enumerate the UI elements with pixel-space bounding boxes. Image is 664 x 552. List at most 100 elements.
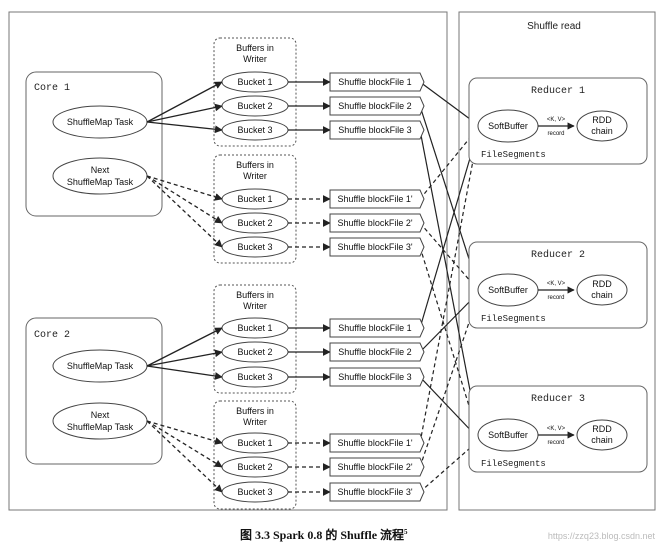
buffer-group-2-title-1: Buffers in: [236, 160, 274, 170]
file-blocks-2: Shuffle blockFile 1' Shuffle blockFile 2…: [329, 189, 425, 257]
reducer-2-softbuffer-label: SoftBuffer: [488, 285, 528, 295]
core-2-box: [25, 317, 163, 465]
file-block: [329, 342, 425, 362]
caption: 图 3.3 Spark 0.8 的 Shuffle 流程5 https://zz…: [240, 527, 655, 542]
file-block: [329, 237, 425, 257]
reducer-3-rdd-line2: chain: [591, 435, 613, 445]
bucket-label: Bucket 2: [237, 462, 272, 472]
reducer-1-record: record: [547, 131, 564, 137]
core-1-next-task-line1: Next: [91, 165, 110, 175]
reducer-1-rdd-line1: RDD: [592, 115, 612, 125]
file-block: [329, 72, 425, 92]
reducer-1-softbuffer-label: SoftBuffer: [488, 121, 528, 131]
buffer-group-4-title-1: Buffers in: [236, 406, 274, 416]
bucket-label: Bucket 1: [237, 77, 272, 87]
file-block-label: Shuffle blockFile 2: [338, 347, 411, 357]
bucket-label: Bucket 1: [237, 194, 272, 204]
bucket-label: Bucket 2: [237, 347, 272, 357]
reducer-1-kv: <K, V>: [547, 117, 566, 123]
file-block-label: Shuffle blockFile 3: [338, 372, 411, 382]
buffer-group-1: Buffers in Writer Bucket 1 Bucket 2 Buck…: [213, 37, 297, 147]
core-2-task-label: ShuffleMap Task: [67, 361, 134, 371]
write-frame: [8, 11, 448, 511]
file-block: [329, 433, 425, 453]
file-block-label: Shuffle blockFile 3: [338, 125, 411, 135]
buffer-group-3-title-2: Writer: [243, 301, 267, 311]
core-1-next-task-line2: ShuffleMap Task: [67, 177, 134, 187]
core-2-next-task-line1: Next: [91, 410, 110, 420]
file-block-label: Shuffle blockFile 3': [337, 242, 412, 252]
file-block: [329, 482, 425, 502]
core-1-box: [25, 71, 163, 217]
file-block-label: Shuffle blockFile 3': [337, 487, 412, 497]
bucket-label: Bucket 3: [237, 242, 272, 252]
file-block: [329, 367, 425, 387]
file-block-label: Shuffle blockFile 2': [337, 462, 412, 472]
reducer-2-segments: FileSegments: [481, 314, 546, 324]
reducer-2-box: [468, 241, 648, 329]
core-1-next-task: [52, 157, 148, 195]
file-block-label: Shuffle blockFile 1': [337, 194, 412, 204]
file-blocks-1: Shuffle blockFile 1 Shuffle blockFile 2 …: [329, 72, 425, 140]
core-2: Core 2 ShuffleMap Task Next ShuffleMap T…: [25, 317, 163, 465]
bucket-label: Bucket 3: [237, 372, 272, 382]
file-blocks-3: Shuffle blockFile 1 Shuffle blockFile 2 …: [329, 318, 425, 387]
caption-sup: 5: [404, 528, 408, 536]
bucket-label: Bucket 3: [237, 487, 272, 497]
reducer-2-rdd: [576, 274, 628, 306]
file-to-reducer-lines: [419, 81, 481, 493]
reducer-3-record: record: [547, 440, 564, 446]
file-block-label: Shuffle blockFile 1: [338, 77, 411, 87]
caption-watermark: https://zzq23.blog.csdn.net: [548, 531, 656, 541]
caption-text: 图 3.3 Spark 0.8 的 Shuffle 流程5: [240, 527, 408, 542]
core-1-task-label: ShuffleMap Task: [67, 117, 134, 127]
buffer-group-3: Buffers in Writer Bucket 1 Bucket 2 Buck…: [213, 284, 297, 394]
bucket-label: Bucket 2: [237, 101, 272, 111]
reducer-1-rdd-line2: chain: [591, 126, 613, 136]
caption-prefix: 图 3.3 Spark 0.8 的 Shuffle 流程: [240, 527, 404, 542]
file-block: [329, 189, 425, 209]
core-2-next-task-line2: ShuffleMap Task: [67, 422, 134, 432]
file-blocks-4: Shuffle blockFile 1' Shuffle blockFile 2…: [329, 433, 425, 502]
reducer-2: Reducer 2 SoftBuffer <K, V> record RDD c…: [468, 241, 648, 329]
file-block: [329, 318, 425, 338]
buffer-group-4: Buffers in Writer Bucket 1 Bucket 2 Buck…: [213, 400, 297, 510]
file-block: [329, 120, 425, 140]
file-block-label: Shuffle blockFile 1: [338, 323, 411, 333]
reducer-3-rdd: [576, 419, 628, 451]
reducer-3-softbuffer-label: SoftBuffer: [488, 430, 528, 440]
bucket-to-file-arrows: [288, 78, 331, 496]
reducer-2-rdd-line2: chain: [591, 290, 613, 300]
reducer-2-rdd-line1: RDD: [592, 279, 612, 289]
buffer-group-1-title-1: Buffers in: [236, 43, 274, 53]
core-2-next-task: [52, 402, 148, 440]
file-block: [329, 213, 425, 233]
file-block: [329, 457, 425, 477]
reducer-1-segments: FileSegments: [481, 150, 546, 160]
bucket-label: Bucket 1: [237, 323, 272, 333]
buffer-group-4-title-2: Writer: [243, 417, 267, 427]
core-1: Core 1 ShuffleMap Task Next ShuffleMap T…: [25, 71, 163, 217]
file-block-label: Shuffle blockFile 2: [338, 101, 411, 111]
bucket-label: Bucket 1: [237, 438, 272, 448]
core-2-label: Core 2: [34, 330, 70, 341]
reducer-3-label: Reducer 3: [531, 393, 585, 405]
buffer-group-3-title-1: Buffers in: [236, 290, 274, 300]
task-to-bucket-arrows: [146, 81, 223, 493]
reducer-1-box: [468, 77, 648, 165]
read-frame: [458, 11, 656, 511]
core-1-label: Core 1: [34, 83, 70, 94]
reducer-1-label: Reducer 1: [531, 85, 585, 97]
reducer-3: Reducer 3 SoftBuffer <K, V> record RDD c…: [468, 385, 648, 473]
shuffle-read-label: Shuffle read: [527, 21, 581, 32]
bucket-label: Bucket 3: [237, 125, 272, 135]
file-block: [329, 96, 425, 116]
reducer-2-record: record: [547, 295, 564, 301]
buffer-group-1-title-2: Writer: [243, 54, 267, 64]
reducer-2-label: Reducer 2: [531, 249, 585, 261]
reducer-2-kv: <K, V>: [547, 281, 566, 287]
bucket-label: Bucket 2: [237, 218, 272, 228]
reducer-1: Reducer 1 SoftBuffer <K, V> record RDD c…: [468, 77, 648, 165]
file-block-label: Shuffle blockFile 2': [337, 218, 412, 228]
